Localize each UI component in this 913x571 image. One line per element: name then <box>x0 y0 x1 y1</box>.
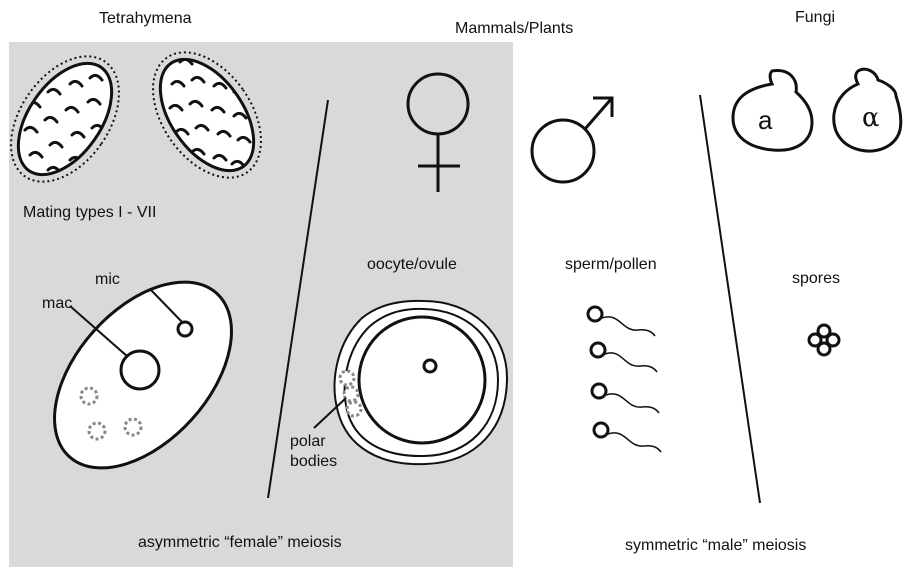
header-fungi: Fungi <box>795 9 835 27</box>
caption-symmetric-meiosis: symmetric “male” meiosis <box>625 537 806 555</box>
female-symbol <box>408 74 468 192</box>
label-polar: polar <box>290 433 326 451</box>
fungi-label-a: a <box>758 106 772 134</box>
label-sperm-pollen: sperm/pollen <box>565 256 657 274</box>
label-oocyte-ovule: oocyte/ovule <box>367 256 457 274</box>
tetrahymena-cell-right <box>131 32 283 197</box>
sperm-cells <box>588 307 661 452</box>
label-mating-types: Mating types I - VII <box>23 204 156 222</box>
micronucleus <box>178 322 192 336</box>
oocyte-diagram <box>314 301 507 464</box>
label-mac: mac <box>42 295 72 313</box>
spores-cluster <box>809 325 839 355</box>
fungi-label-alpha: α <box>862 104 880 132</box>
divider-line-right <box>700 95 760 503</box>
header-mammals-plants: Mammals/Plants <box>455 20 573 38</box>
caption-asymmetric-meiosis: asymmetric “female” meiosis <box>138 534 342 552</box>
header-tetrahymena: Tetrahymena <box>99 10 192 28</box>
label-bodies: bodies <box>290 453 337 471</box>
label-spores: spores <box>792 270 840 288</box>
label-mic: mic <box>95 271 120 289</box>
male-symbol <box>532 98 612 182</box>
tetrahymena-cell-left <box>0 36 141 201</box>
tetrahymena-nuclei-diagram <box>20 249 265 501</box>
fungi-cell-a <box>733 71 812 151</box>
